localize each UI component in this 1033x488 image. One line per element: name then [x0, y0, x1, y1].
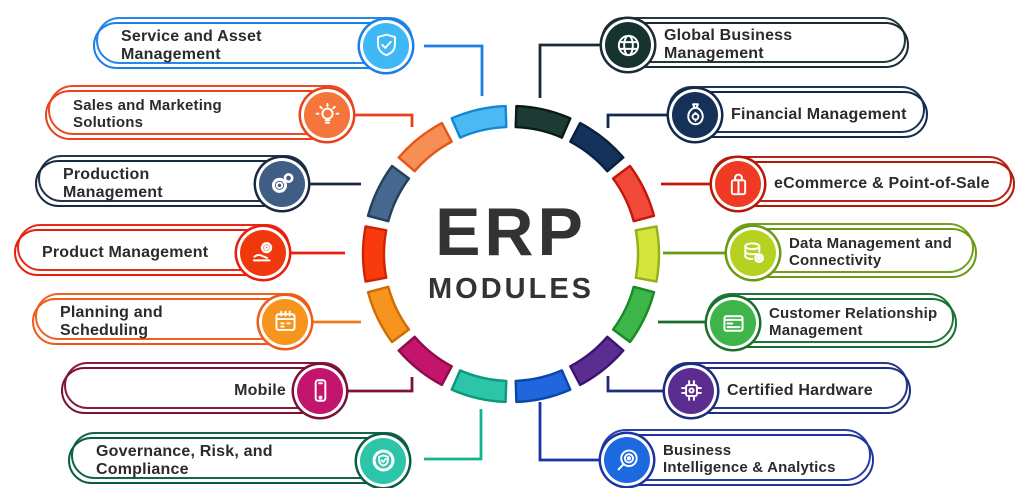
money-bag-icon — [672, 91, 718, 138]
search-target-icon — [604, 437, 650, 483]
connector-line-left-0 — [424, 44, 484, 96]
module-label: Service and Asset Management — [121, 27, 262, 63]
ring-segment-business-intelligence-analytics — [514, 369, 572, 404]
lightbulb-icon — [304, 92, 350, 138]
ring-segment-production-management — [366, 164, 411, 223]
calendar-icon — [262, 298, 308, 345]
chip-icon — [668, 367, 714, 414]
shopping-bag-icon — [715, 161, 761, 207]
ring-segment-financial-management — [569, 121, 625, 173]
module-label: Financial Management — [731, 105, 907, 123]
module-pill-product-management: Product Management — [14, 229, 287, 276]
connector-line-left-1 — [352, 113, 414, 127]
module-pill-ecommerce-point-of-sale: eCommerce & Point-of-Sale — [714, 161, 1015, 207]
module-label: Global Business Management — [664, 27, 793, 62]
crm-screen-icon — [710, 300, 756, 346]
gear-shield-icon — [360, 437, 406, 484]
ring-segment-sales-and-marketing — [397, 121, 453, 173]
globe-icon — [605, 22, 651, 68]
module-label: Mobile — [234, 381, 286, 399]
shield-check-icon — [363, 22, 409, 69]
connector-line-right-0 — [538, 43, 600, 98]
connector-line-right-6 — [538, 402, 601, 462]
title-erp: ERP — [435, 194, 587, 270]
module-label: Product Management — [42, 243, 209, 261]
ring-segment-customer-relationship-management — [611, 285, 656, 344]
module-pill-global-business-management: Global Business Management — [604, 22, 909, 68]
ring-segment-governance-risk-compliance — [450, 369, 508, 404]
connector-line-left-6 — [424, 409, 483, 461]
module-pill-planning-and-scheduling: Planning and Scheduling — [32, 298, 309, 345]
database-gear-icon — [730, 230, 776, 276]
module-label: Planning and Scheduling — [60, 303, 163, 339]
ring-segment-mobile — [397, 335, 453, 387]
module-label: Production Management — [63, 165, 163, 201]
module-pill-mobile: Mobile — [61, 367, 344, 414]
module-pill-service-and-asset-management: Service and Asset Management — [93, 22, 410, 69]
module-label: Certified Hardware — [727, 381, 873, 399]
module-pill-governance-risk-compliance: Governance, Risk, and Compliance — [68, 437, 407, 484]
ring-segment-planning-and-scheduling — [366, 285, 411, 344]
connector-line-right-1 — [606, 113, 668, 128]
connector-line-left-5 — [347, 377, 414, 393]
ring-segment-service-and-asset — [450, 104, 508, 139]
smartphone-icon — [297, 367, 343, 414]
title-modules: MODULES — [428, 273, 594, 305]
diagram-title: ERP MODULES — [428, 198, 594, 304]
ring-segment-certified-hardware — [569, 335, 625, 387]
connector-line-right-5 — [606, 376, 666, 393]
module-pill-production-management: Production Management — [35, 160, 306, 207]
ring-segment-global-business-management — [514, 104, 572, 139]
module-pill-financial-management: Financial Management — [671, 91, 928, 138]
ring-segment-product-management — [361, 225, 388, 283]
ring-segment-ecommerce-point-of-sale — [611, 164, 656, 223]
module-label: eCommerce & Point-of-Sale — [774, 175, 990, 193]
module-pill-certified-hardware: Certified Hardware — [667, 367, 911, 414]
gears-icon — [259, 160, 305, 207]
hand-gear-icon — [240, 229, 286, 276]
ring-segment-data-management-connectivity — [634, 225, 661, 283]
module-label: Governance, Risk, and Compliance — [96, 442, 273, 478]
